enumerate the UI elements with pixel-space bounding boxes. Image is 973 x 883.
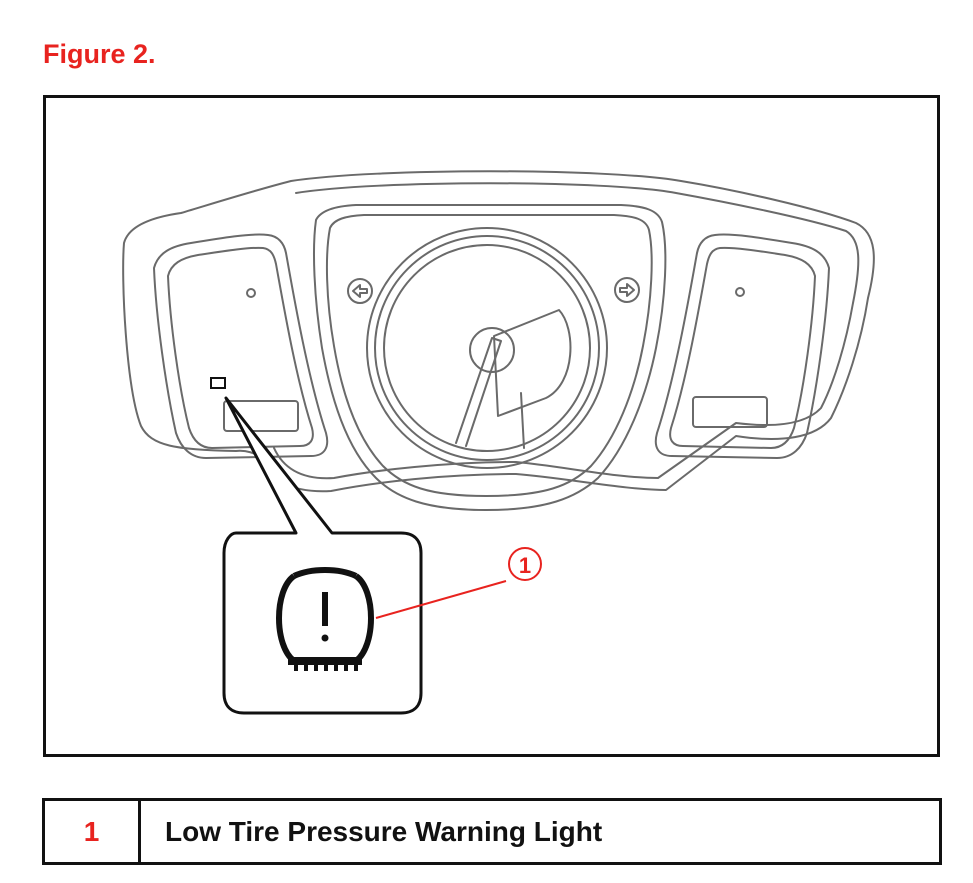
needle-hub [469,327,515,373]
speedometer-needle [455,337,502,447]
callout-enlargement-panel [222,396,423,715]
figure-illustration-frame: 1 [43,95,940,757]
legend-row-number: 1 [45,801,141,862]
cluster-housing-outline [122,170,875,493]
speedometer-sector [493,309,572,417]
left-turn-signal [347,278,373,304]
callout-leader-line [375,580,507,619]
center-bezel [313,204,667,511]
left-turn-arrow-icon [352,284,368,298]
callout-marker-circle [508,547,542,581]
legend-table: 1 Low Tire Pressure Warning Light [42,798,942,865]
callout-number: 1 [519,553,531,578]
center-bezel-inner [325,214,653,497]
speedometer-outer-ring [366,227,608,469]
low-tire-pressure-warning-icon [276,567,374,671]
right-gauge-pod-inner [669,246,816,449]
left-pod-display [223,400,299,432]
right-turn-arrow-icon [619,283,635,297]
right-pod-indicator-dot [735,287,745,297]
left-gauge-pod-inner [167,246,314,449]
legend-row-description: Low Tire Pressure Warning Light [165,815,603,847]
right-gauge-pod [654,233,830,459]
right-pod-display [692,396,768,428]
left-pod-indicator-dot [246,288,256,298]
right-turn-signal [614,277,640,303]
instrument-cluster-diagram: 1 [122,170,875,715]
figure-title: Figure 2. [43,39,156,69]
speedometer-ring [374,235,600,461]
speedometer-dial [383,244,591,452]
needle-support [520,392,525,449]
tpms-indicator-lamp [210,377,226,389]
cluster-housing-inner-outline [273,182,860,480]
left-gauge-pod [153,233,329,459]
